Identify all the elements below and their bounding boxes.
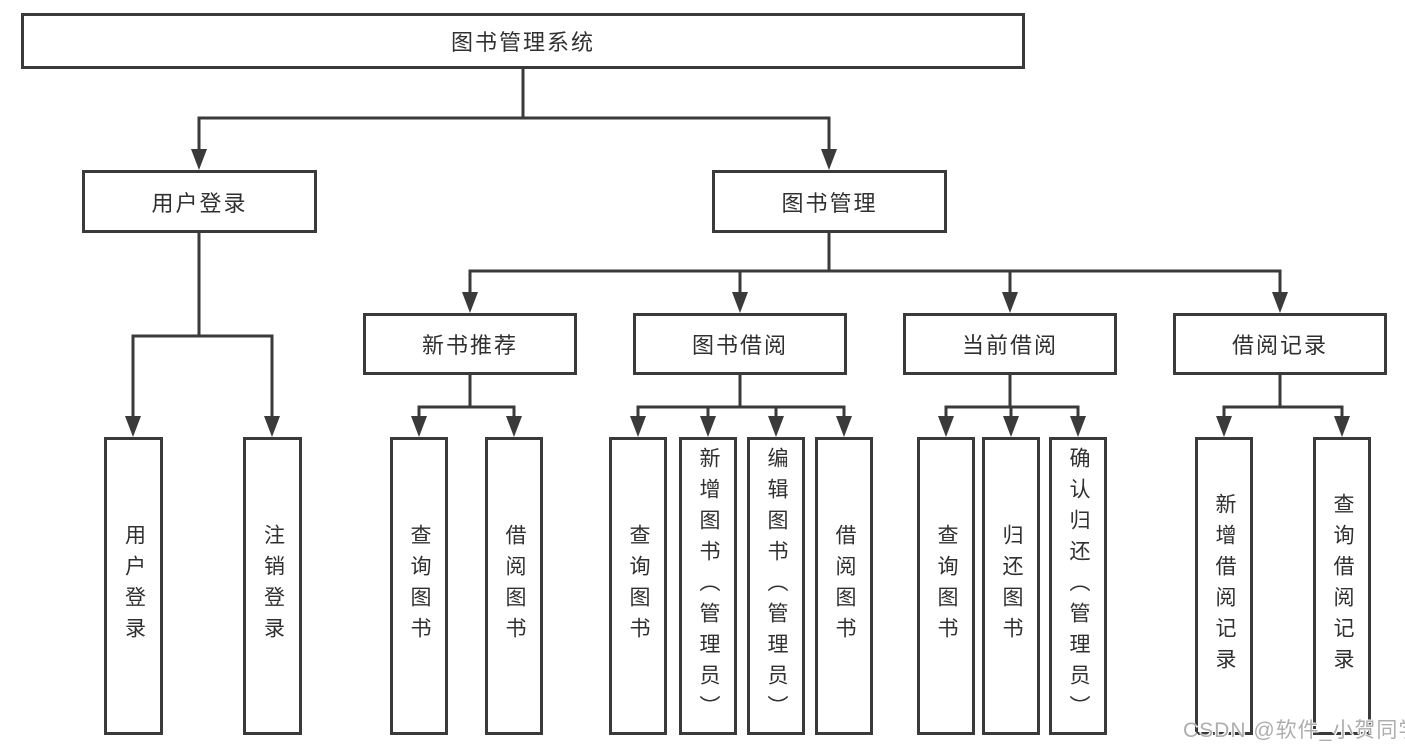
node-label: 编辑图书（管理员）: [765, 446, 788, 726]
leaf-query-book-borrow: 查询图书: [609, 437, 667, 735]
node-label: 用户登录: [151, 190, 248, 216]
leaf-add-borrow-record: 新增借阅记录: [1195, 437, 1253, 735]
node-label: 注销登录: [261, 524, 285, 648]
leaf-user-login: 用户登录: [104, 437, 163, 735]
node-label: 查询图书: [627, 524, 650, 648]
node-label: 图书管理: [781, 190, 878, 216]
node-label: 借阅记录: [1231, 333, 1328, 358]
leaf-edit-book-admin: 编辑图书（管理员）: [747, 437, 805, 735]
node-label: 确认归还（管理员）: [1067, 446, 1090, 726]
node-book-management: 图书管理: [712, 170, 947, 233]
leaf-logout: 注销登录: [243, 437, 302, 735]
node-label: 图书管理系统: [450, 30, 595, 55]
node-book-borrow: 图书借阅: [633, 313, 847, 375]
csdn-watermark: CSDN @软件_小贺同学: [1183, 719, 1405, 742]
node-label: 当前借阅: [961, 333, 1058, 358]
leaf-borrow-book-recommend: 借阅图书: [485, 437, 543, 735]
arrowheads: [125, 149, 1350, 437]
node-borrow-record: 借阅记录: [1173, 313, 1387, 375]
leaf-add-book-admin: 新增图书（管理员）: [679, 437, 737, 735]
node-label: 归还图书: [1000, 524, 1023, 648]
node-library-system: 图书管理系统: [21, 13, 1025, 69]
leaf-borrow-book: 借阅图书: [815, 437, 873, 735]
node-label: 新增借阅记录: [1213, 493, 1236, 679]
leaf-confirm-return-admin: 确认归还（管理员）: [1049, 437, 1107, 735]
leaf-query-book-current: 查询图书: [917, 437, 975, 735]
node-label: 新增图书（管理员）: [697, 446, 720, 726]
node-label: 查询借阅记录: [1331, 493, 1354, 679]
node-label: 新书推荐: [421, 333, 518, 358]
node-label: 查询图书: [935, 524, 958, 648]
node-label: 查询图书: [408, 524, 431, 648]
node-user-login: 用户登录: [82, 170, 317, 233]
node-new-book-recommend: 新书推荐: [363, 313, 577, 375]
node-current-borrow: 当前借阅: [903, 313, 1117, 375]
node-label: 借阅图书: [833, 524, 856, 648]
leaf-query-book-recommend: 查询图书: [390, 437, 448, 735]
node-label: 图书借阅: [691, 333, 788, 358]
leaf-query-borrow-record: 查询借阅记录: [1313, 437, 1371, 735]
leaf-return-book: 归还图书: [982, 437, 1040, 735]
node-label: 借阅图书: [503, 524, 526, 648]
node-label: 用户登录: [122, 524, 146, 648]
